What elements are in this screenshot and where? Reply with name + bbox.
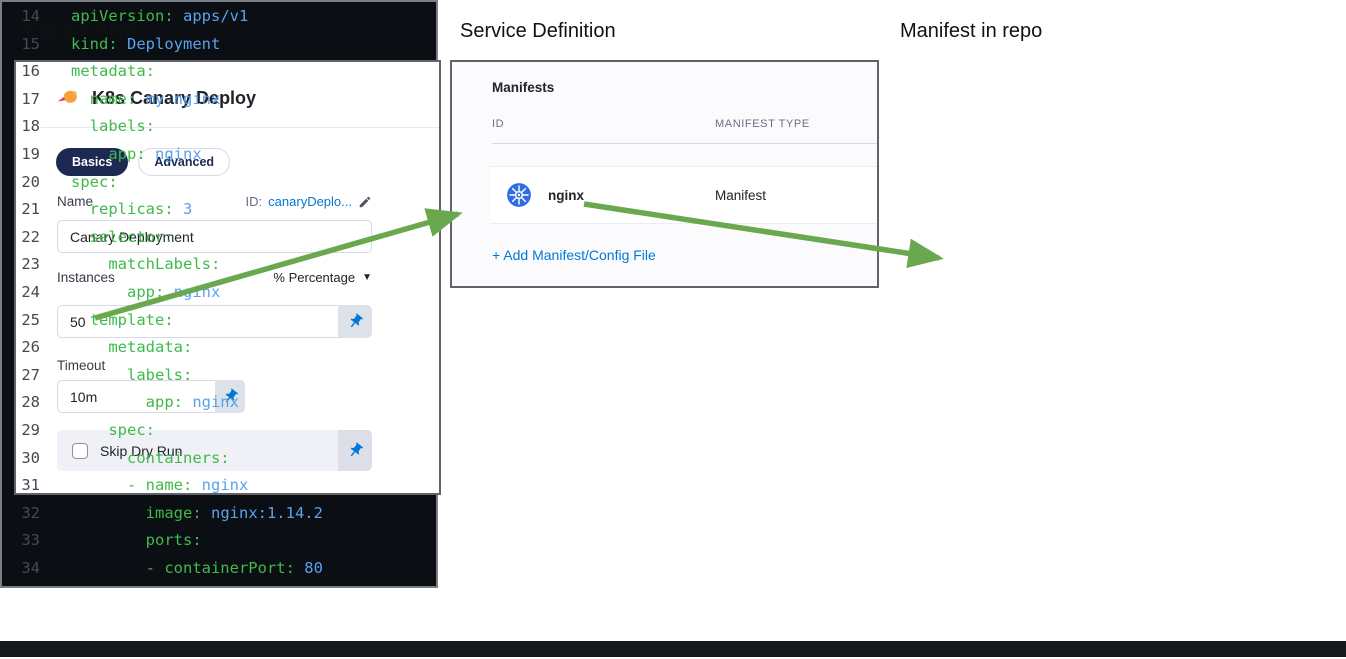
code-line: 21 replicas: 3 [21, 200, 193, 219]
manifest-type-cell: Manifest [715, 187, 767, 203]
code-line: 25 template: [21, 310, 174, 329]
step-header: K8s Canary Deploy [56, 86, 256, 110]
step-title: K8s Canary Deploy [92, 87, 257, 108]
step-id: ID: canaryDeplo... [246, 194, 372, 209]
edit-pencil-icon[interactable] [358, 195, 372, 209]
step-tabs: Basics Advanced [56, 148, 231, 176]
code-line: 26 metadata: [21, 338, 193, 357]
code-line: 19 app: nginx [21, 144, 202, 163]
code-line: 17 name: my-nginx [21, 89, 221, 108]
code-line: 31 - name: nginx [21, 476, 249, 495]
manifest-id-cell: nginx [548, 187, 584, 203]
manifest-in-repo-heading: Manifest in repo [900, 20, 1043, 42]
code-line: 22 selector: [21, 227, 174, 246]
code-line: 28 app: nginx [21, 393, 239, 412]
code-line: 24 app: nginx [21, 282, 221, 301]
tab-basics[interactable]: Basics [56, 148, 129, 176]
manifests-title: Manifests [492, 80, 555, 95]
kubernetes-icon [507, 183, 531, 207]
pushpin-icon [225, 388, 238, 403]
id-value-link[interactable]: canaryDeplo... [268, 194, 352, 209]
table-header-divider [492, 143, 877, 144]
timeout-label: Timeout [57, 358, 106, 373]
code-line: 34 - containerPort: 80 [21, 558, 323, 577]
timeout-input[interactable]: 10m [57, 380, 215, 413]
service-definition-heading: Service Definition [460, 20, 616, 42]
skip-dry-run-row: Skip Dry Run [57, 430, 372, 471]
pushpin-icon [350, 442, 363, 457]
code-line: 23 matchLabels: [21, 255, 221, 274]
code-line: 29 spec: [21, 420, 155, 439]
column-header-id: ID [492, 118, 505, 130]
tab-advanced[interactable]: Advanced [138, 148, 231, 176]
code-line: 32 image: nginx:1.14.2 [21, 503, 323, 522]
timeout-input-group: 10m [57, 380, 245, 413]
code-line: 30 containers: [21, 448, 230, 467]
code-line: 33 ports: [21, 531, 202, 550]
skip-dry-run-pin-button[interactable] [338, 430, 372, 471]
name-label: Name [57, 194, 94, 209]
id-prefix: ID: [245, 194, 263, 209]
code-line: 27 labels: [21, 365, 193, 384]
column-header-manifest-type: MANIFEST TYPE [715, 118, 810, 130]
canary-bird-icon [57, 90, 78, 103]
skip-dry-run-checkbox[interactable] [72, 442, 88, 459]
code-line: 18 labels: [21, 117, 155, 136]
header-divider [41, 127, 439, 128]
timeout-pin-button[interactable] [215, 380, 245, 413]
canary-step-heading: Canary Step [25, 20, 137, 42]
skip-dry-run-label: Skip Dry Run [100, 442, 183, 459]
